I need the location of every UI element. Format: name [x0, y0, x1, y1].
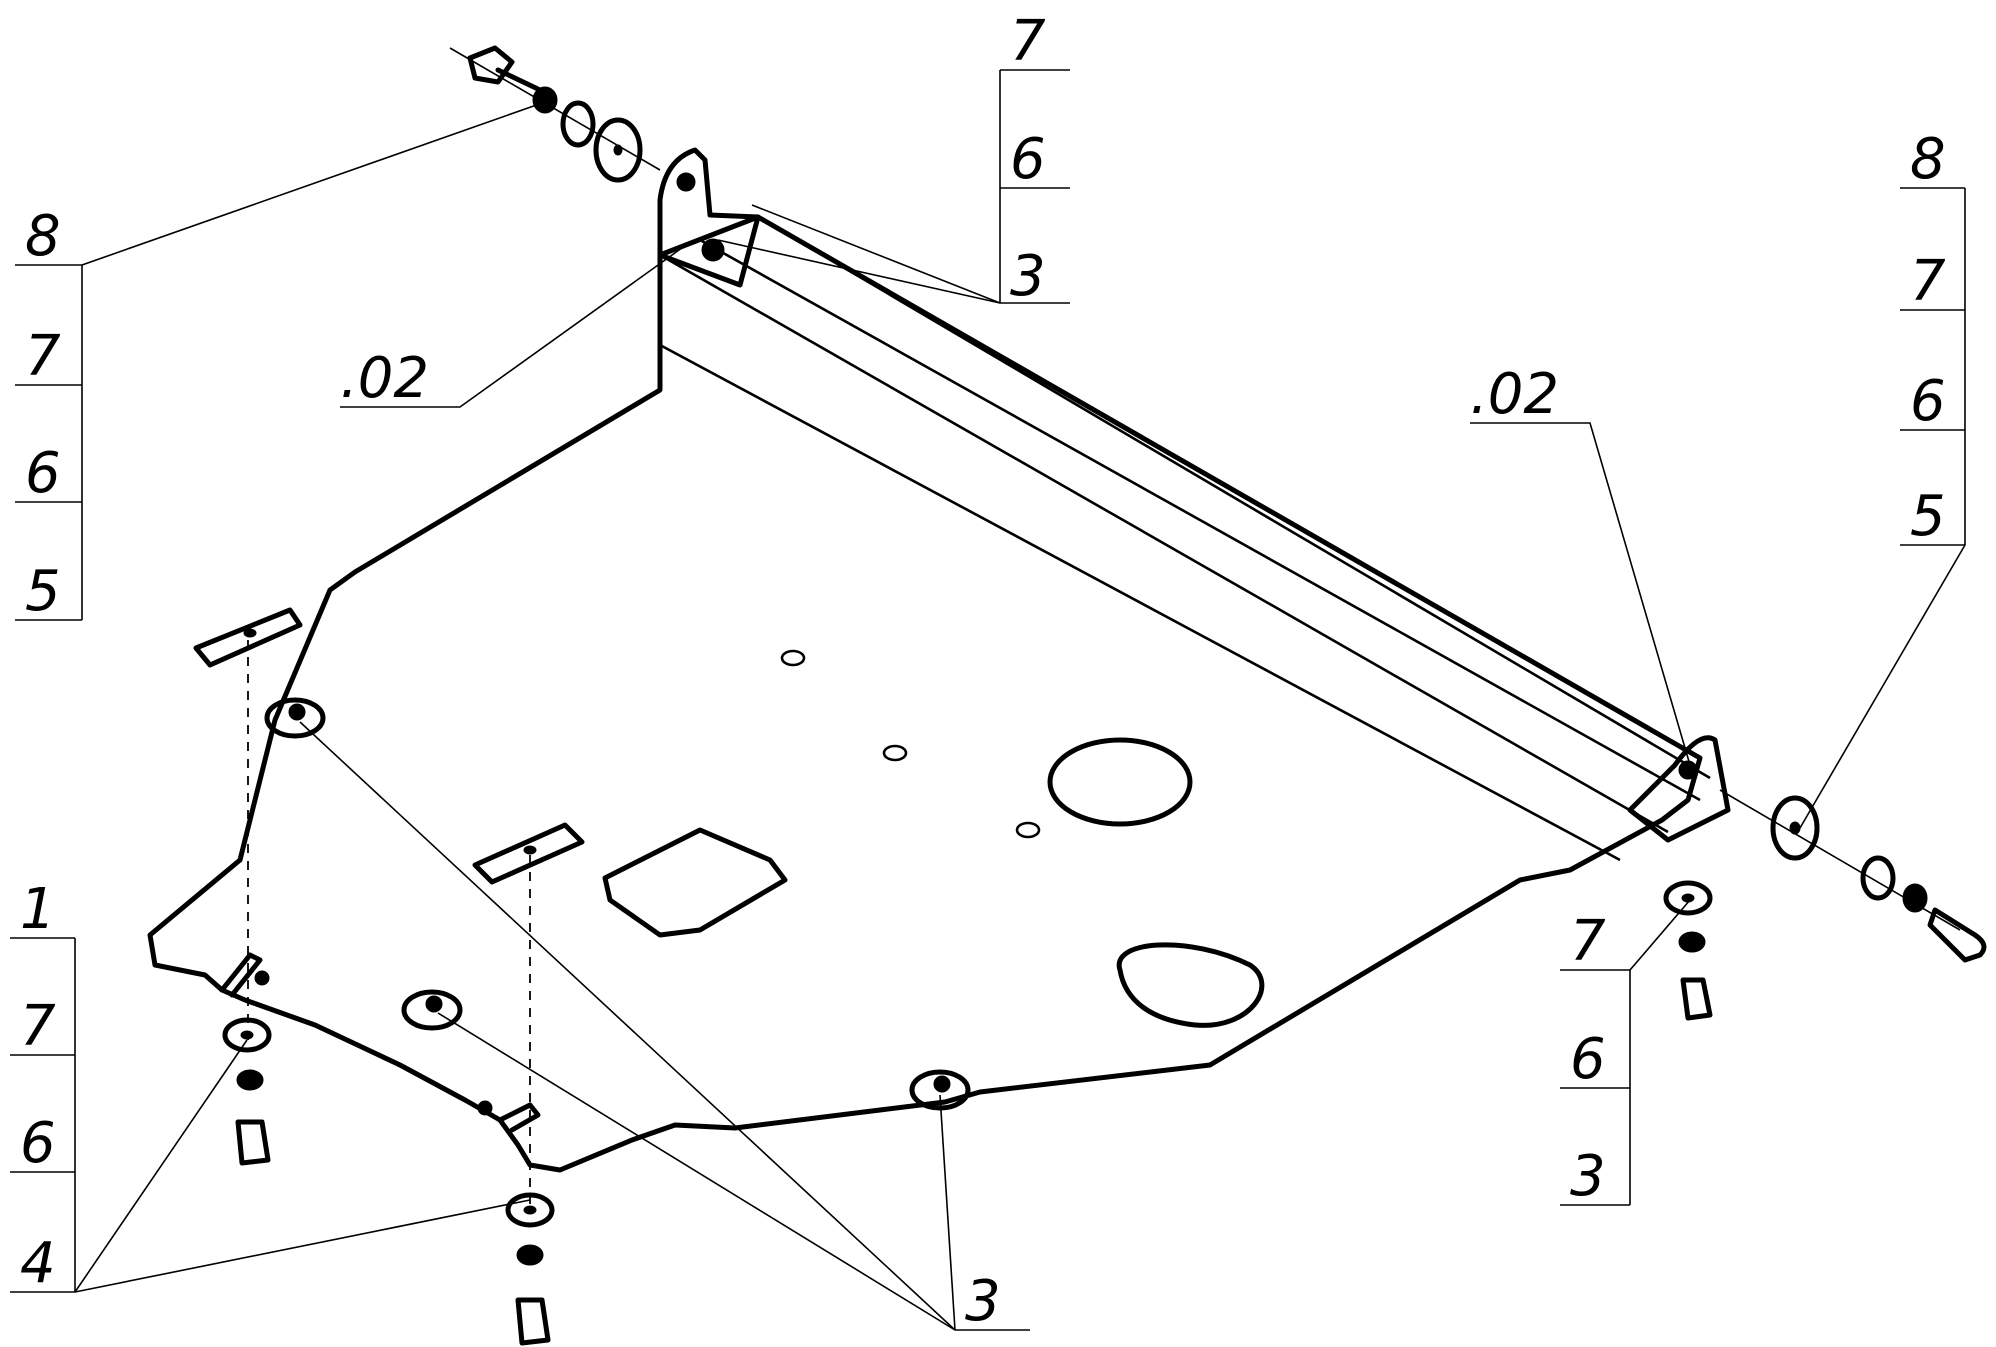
- callout-left-upper: 8 7 6 5: [25, 204, 61, 624]
- callout-label: 7: [1570, 909, 1606, 974]
- callout-label: 6: [1010, 127, 1046, 192]
- callout-label: 8: [25, 204, 61, 269]
- fastener-stack-center-lower: [472, 822, 585, 1346]
- callout-label: 6: [20, 1111, 56, 1176]
- callout-top-center: 7 6 3: [1010, 9, 1046, 309]
- callout-right-upper: 8 7 6 5: [1910, 127, 1946, 549]
- callout-label: 4: [20, 1231, 56, 1296]
- callout-label: 7: [1010, 9, 1046, 74]
- callout-label: 3: [1010, 244, 1046, 309]
- mounting-boss-left: [264, 697, 326, 739]
- callout-bottom-center: 3: [965, 1269, 1001, 1334]
- callout-label: 8: [1910, 127, 1946, 192]
- callout-label: 7: [25, 324, 61, 389]
- mounting-boss-bottom: [909, 1069, 971, 1111]
- callout-label: 6: [1570, 1027, 1606, 1092]
- fastener-stack-right-lower: [1663, 880, 1713, 1021]
- callout-label: 7: [1910, 249, 1946, 314]
- fastener-stack-right: [1719, 789, 1987, 963]
- leader-lines: [10, 69, 1966, 1331]
- callout-label: 5: [1910, 484, 1946, 549]
- callout-label: 5: [25, 559, 61, 624]
- callout-label: 7: [20, 994, 56, 1059]
- callout-left-lower: 1 7 6 4: [20, 877, 56, 1296]
- oval-cutout: [1047, 737, 1193, 827]
- callout-right-lower: 7 6 3: [1570, 909, 1606, 1209]
- rect-cutout: [602, 827, 788, 938]
- skid-plate: [147, 214, 1711, 1173]
- callout-label: 3: [1570, 1144, 1606, 1209]
- bracket-left: [657, 147, 761, 288]
- callout-label: 6: [1910, 369, 1946, 434]
- callout-bracket-left: .02: [340, 346, 429, 411]
- fastener-stack-top-left: [449, 45, 661, 183]
- fastener-stack-left-lower: [193, 607, 303, 1166]
- drop-cutout: [1116, 942, 1265, 1028]
- callout-label: 6: [25, 441, 61, 506]
- mounting-boss-center-left: [401, 989, 463, 1031]
- callout-label: 1: [20, 877, 56, 942]
- callout-bracket-right: .02: [1470, 362, 1559, 427]
